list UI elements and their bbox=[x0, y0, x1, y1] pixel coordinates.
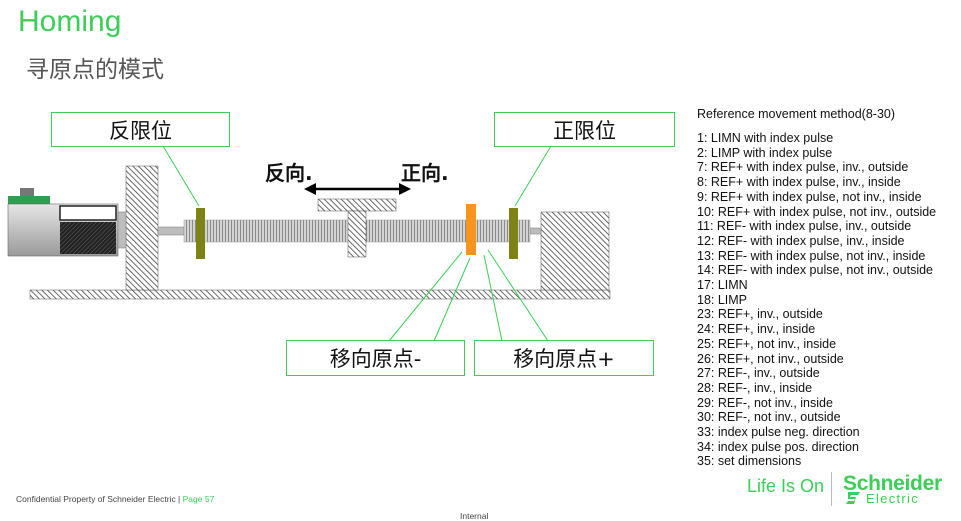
logo-divider bbox=[831, 472, 832, 506]
pos-limit-callout: 正限位 bbox=[494, 112, 675, 147]
neg-limit-label: 反限位 bbox=[109, 118, 172, 143]
home-pos-callout: 移向原点+ bbox=[474, 340, 654, 376]
brand-subname: Electric bbox=[866, 491, 920, 506]
list-item: 33: index pulse neg. direction bbox=[697, 425, 860, 440]
forward-direction-label: 正向. bbox=[401, 161, 449, 185]
list-item: 26: REF+, not inv., outside bbox=[697, 351, 844, 366]
right-coupling bbox=[529, 227, 542, 235]
list-item: 18: LIMP bbox=[697, 292, 748, 307]
page-number: Page 57 bbox=[182, 494, 215, 504]
list-item: 30: REF-, not inv., outside bbox=[697, 410, 841, 425]
list-item: 14: REF- with index pulse, not inv., out… bbox=[697, 263, 933, 278]
reverse-direction-label: 反向. bbox=[265, 161, 313, 185]
pos-limit-label: 正限位 bbox=[553, 118, 616, 143]
list-item: 13: REF- with index pulse, not inv., ins… bbox=[697, 248, 926, 263]
list-item: 35: set dimensions bbox=[697, 454, 802, 469]
home-switch bbox=[466, 204, 476, 255]
footer-confidential: Confidential Property of Schneider Elect… bbox=[16, 494, 214, 504]
list-item: 28: REF-, inv., inside bbox=[697, 380, 813, 395]
list-item: 17: LIMN bbox=[697, 278, 748, 293]
list-item: 27: REF-, inv., outside bbox=[697, 366, 820, 381]
list-item: 10: REF+ with index pulse, not inv., out… bbox=[697, 204, 937, 219]
list-item: 2: LIMP with index pulse bbox=[697, 145, 833, 160]
neg-limit-callout: 反限位 bbox=[51, 112, 230, 147]
reference-method-list: 1: LIMN with index pulse 2: LIMP with in… bbox=[697, 131, 936, 469]
tagline: Life Is On bbox=[747, 476, 825, 496]
callout-leaders bbox=[162, 145, 552, 342]
right-support bbox=[540, 211, 610, 291]
list-item: 29: REF-, not inv., inside bbox=[697, 395, 833, 410]
list-item: 12: REF- with index pulse, inv., inside bbox=[697, 233, 905, 248]
list-item: 23: REF+, inv., outside bbox=[697, 307, 823, 322]
base-rail bbox=[29, 289, 611, 300]
list-item: 8: REF+ with index pulse, inv., inside bbox=[697, 175, 901, 190]
list-item: 7: REF+ with index pulse, inv., outside bbox=[697, 160, 909, 175]
positive-limit-switch bbox=[509, 208, 518, 259]
left-coupling bbox=[157, 226, 185, 236]
negative-limit-switch bbox=[196, 208, 205, 259]
list-item: 1: LIMN with index pulse bbox=[697, 131, 834, 145]
home-pos-label: 移向原点+ bbox=[513, 347, 615, 371]
schneider-logo-icon bbox=[846, 492, 860, 504]
list-item: 11: REF- with index pulse, inv., outside bbox=[697, 219, 912, 234]
brand-name: Schneider bbox=[843, 472, 942, 495]
home-neg-callout: 移向原点- bbox=[286, 340, 465, 376]
footer-classification: Internal bbox=[460, 511, 489, 521]
slide-subtitle: 寻原点的模式 bbox=[26, 57, 164, 83]
list-item: 9: REF+ with index pulse, not inv., insi… bbox=[697, 189, 922, 204]
left-support bbox=[125, 165, 159, 291]
direction-arrow bbox=[304, 183, 411, 195]
confidential-text: Confidential Property of Schneider Elect… bbox=[16, 494, 181, 504]
carriage bbox=[317, 198, 397, 258]
motor bbox=[7, 188, 127, 257]
list-item: 25: REF+, not inv., inside bbox=[697, 336, 837, 351]
list-item: 34: index pulse pos. direction bbox=[697, 439, 859, 454]
home-neg-label: 移向原点- bbox=[329, 347, 422, 371]
reference-title: Reference movement method(8-30) bbox=[697, 107, 896, 121]
list-item: 24: REF+, inv., inside bbox=[697, 322, 816, 337]
slide-title: Homing bbox=[18, 5, 122, 38]
